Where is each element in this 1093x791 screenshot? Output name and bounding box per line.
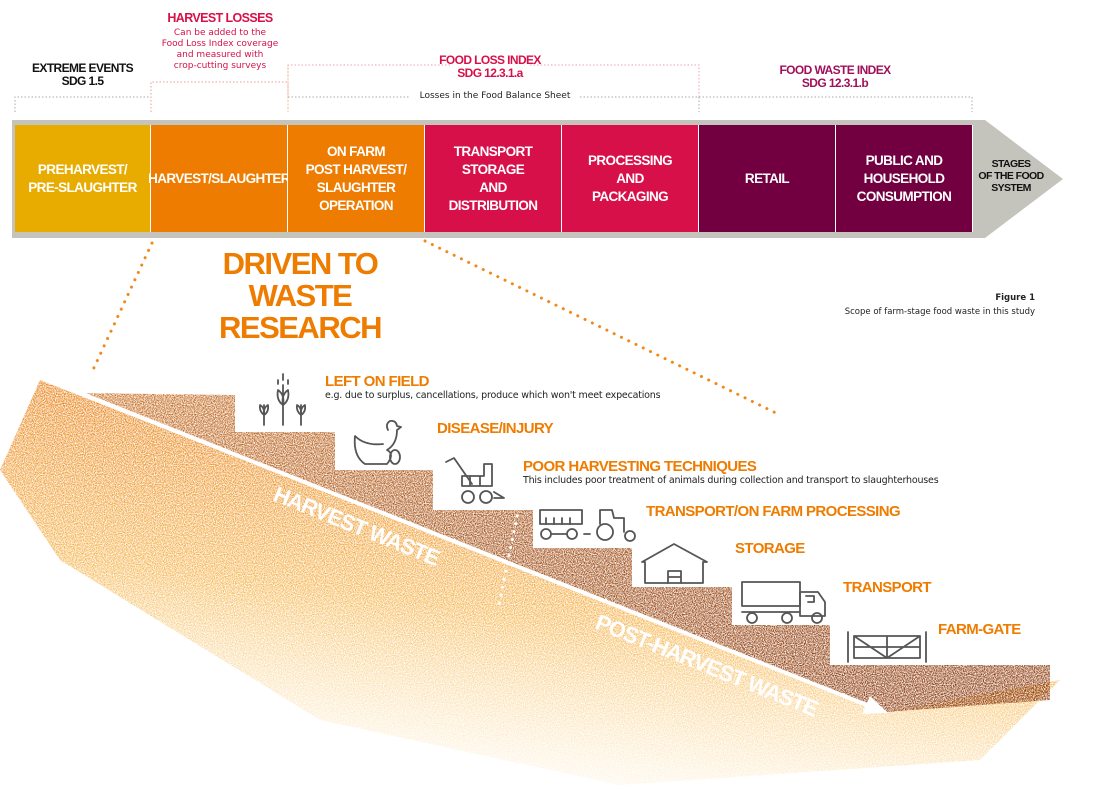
figure-caption-text: Scope of farm-stage food waste in this s…	[844, 307, 1035, 317]
food-waste-index-label: FOOD WASTE INDEX SDG 12.3.1.b	[770, 64, 900, 90]
step-4: TRANSPORT/ON FARM PROCESSING	[646, 503, 901, 520]
stage-label-line: TRANSPORT STORAGE	[453, 143, 533, 177]
stage-label-line: PRE-SLAUGHTER	[28, 179, 137, 195]
stages-of-food-system-label: STAGES OF THE FOOD SYSTEM	[978, 158, 1044, 194]
wheat-icon	[258, 373, 307, 426]
step-description: This includes poor treatment of animals …	[523, 475, 939, 486]
truck-icon	[741, 581, 826, 624]
step-description: e.g. due to surplus, cancellations, prod…	[325, 390, 661, 401]
stage-label-line: PACKAGING	[591, 188, 669, 204]
stage-3: ON FARM POST HARVEST/SLAUGHTER OPERATION	[288, 125, 425, 232]
stage-label-line: ON FARM	[326, 143, 386, 159]
stage-label-line: PROCESSING	[587, 152, 673, 168]
stage-label-line: HARVEST/SLAUGHTER	[148, 170, 290, 186]
chicken-egg-icon	[353, 419, 402, 465]
harvester-icon	[445, 457, 505, 504]
harvest-losses-desc: and measured with	[176, 50, 264, 60]
extreme-events-label: EXTREME EVENTS SDG 1.5	[25, 62, 140, 88]
food-loss-index-title: FOOD LOSS INDEX	[439, 53, 541, 67]
research-title-line: WASTE RESEARCH	[219, 278, 382, 345]
food-loss-index-label: FOOD LOSS INDEX SDG 12.3.1.a	[430, 54, 550, 80]
food-balance-sheet-note: Losses in the Food Balance Sheet	[410, 91, 580, 101]
arrow-label-line: STAGES	[991, 158, 1031, 170]
step-2: DISEASE/INJURY	[437, 420, 554, 437]
stage-4: TRANSPORT STORAGE AND DISTRIBUTION	[425, 125, 562, 232]
stage-6: RETAIL	[699, 125, 836, 232]
step-title: LEFT ON FIELD	[325, 373, 429, 390]
step-title: TRANSPORT	[843, 579, 932, 596]
step-7: FARM-GATE	[938, 621, 1021, 638]
figure-label: Figure 1	[995, 293, 1035, 303]
stage-label-line: SLAUGHTER OPERATION	[316, 179, 396, 213]
food-waste-index-sdg: SDG 12.3.1.b	[801, 76, 869, 90]
stage-label-line: DISTRIBUTION	[448, 197, 538, 213]
food-loss-index-sdg: SDG 12.3.1.a	[457, 66, 523, 80]
harvest-losses-desc: Can be added to the	[173, 28, 267, 38]
figure-caption: Figure 1 Scope of farm-stage food waste …	[845, 291, 1035, 319]
stage-7: PUBLIC AND HOUSEHOLD CONSUMPTION	[836, 125, 973, 232]
step-6: TRANSPORT	[843, 579, 932, 596]
stage-label-line: HOUSEHOLD	[863, 170, 945, 186]
extreme-events-title: EXTREME EVENTS	[32, 61, 134, 75]
stage-label-line: POST HARVEST/	[305, 161, 407, 177]
stage-label-line: PREHARVEST/	[37, 161, 128, 177]
stage-label-line: CONSUMPTION	[856, 188, 952, 204]
step-5: STORAGE	[735, 540, 805, 557]
extreme-events-sdg: SDG 1.5	[61, 74, 104, 88]
arrow-label-line: OF THE FOOD	[978, 170, 1044, 182]
stage-1: PREHARVEST/PRE-SLAUGHTER	[15, 125, 151, 232]
step-title: TRANSPORT/ON FARM PROCESSING	[646, 503, 901, 520]
step-title: DISEASE/INJURY	[437, 420, 554, 437]
stage-label-line: RETAIL	[744, 170, 790, 186]
research-title-line: DRIVEN TO	[222, 246, 379, 281]
harvest-losses-label: HARVEST LOSSES Can be added to the Food …	[140, 12, 300, 72]
harvest-losses-title: HARVEST LOSSES	[167, 11, 273, 25]
arrow-label-line: SYSTEM	[991, 182, 1031, 194]
food-waste-index-title: FOOD WASTE INDEX	[779, 63, 891, 77]
research-title: DRIVEN TO WASTE RESEARCH	[180, 248, 420, 344]
stage-2: HARVEST/SLAUGHTER	[148, 125, 291, 232]
stage-5: PROCESSING AND PACKAGING	[562, 125, 699, 232]
scope-brackets	[14, 64, 973, 112]
stage-label-line: AND	[616, 170, 644, 186]
step-title: STORAGE	[735, 540, 805, 557]
step-title: FARM-GATE	[938, 621, 1021, 638]
stage-label-line: PUBLIC AND	[865, 152, 943, 168]
harvest-losses-desc: Food Loss Index coverage	[161, 39, 279, 49]
gate-icon	[847, 631, 927, 663]
tractor-trailer-icon	[539, 509, 636, 542]
stage-label-line: AND	[479, 179, 507, 195]
harvest-losses-desc: crop-cutting surveys	[173, 61, 267, 71]
step-title: POOR HARVESTING TECHNIQUES	[523, 458, 757, 475]
barn-icon	[641, 543, 708, 584]
